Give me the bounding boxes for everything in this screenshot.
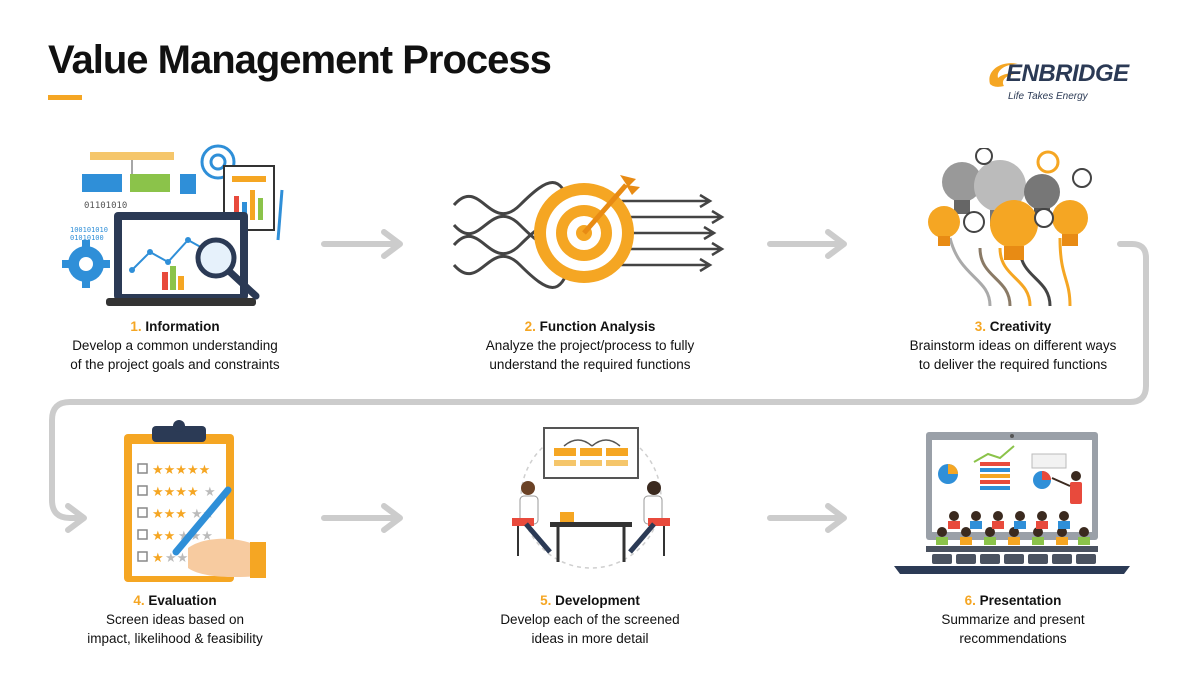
step-evaluation-title: 4. Evaluation: [25, 591, 325, 610]
svg-text:★★★: ★★★: [152, 507, 187, 522]
step-presentation-label: Presentation: [979, 593, 1062, 608]
step-presentation-desc-line2: recommendations: [959, 631, 1067, 646]
target-arrow-icon: [452, 175, 725, 289]
laptop-data-analysis-icon: 01101010 100101010 01010100: [62, 144, 284, 306]
step-presentation: 6. Presentation Summarize and present re…: [863, 591, 1163, 648]
step-function-analysis-title: 2. Function Analysis: [440, 317, 740, 336]
logo-swoosh-icon: [989, 63, 1018, 87]
svg-text:★★: ★★: [152, 529, 175, 544]
step-creativity-number: 3.: [974, 319, 986, 334]
binary-text-3: 01010100: [70, 234, 104, 242]
step-creativity-label: Creativity: [989, 319, 1052, 334]
step-creativity-title: 3. Creativity: [863, 317, 1163, 336]
step-presentation-desc-line1: Summarize and present: [941, 612, 1085, 627]
step-development-title: 5. Development: [440, 591, 740, 610]
title-underline: [48, 95, 82, 100]
step-presentation-number: 6.: [964, 593, 976, 608]
step-information-number: 1.: [130, 319, 142, 334]
step-function-analysis-desc-line2: understand the required functions: [489, 357, 691, 372]
logo-tagline: Life Takes Energy: [1008, 91, 1088, 102]
svg-text:★: ★: [204, 485, 216, 500]
step-creativity-desc-line2: to deliver the required functions: [918, 357, 1108, 372]
svg-text:★: ★: [152, 551, 164, 566]
step-information: 1. Information Develop a common understa…: [25, 317, 325, 374]
binary-text-2: 100101010: [70, 226, 108, 234]
enbridge-logo: ENBRIDGE Life Takes Energy: [984, 56, 1164, 106]
binary-text-1: 01101010: [84, 201, 127, 211]
step-presentation-title: 6. Presentation: [863, 591, 1163, 610]
step-function-analysis: 2. Function Analysis Analyze the project…: [440, 317, 740, 374]
arrow-5-to-6: [767, 503, 847, 533]
svg-text:★★★★★: ★★★★★: [152, 463, 210, 478]
arrow-1-to-2: [321, 229, 403, 259]
step-information-desc-line2: of the project goals and constraints: [70, 357, 280, 372]
page-title: Value Management Process: [48, 38, 552, 82]
step-creativity-desc-line1: Brainstorm ideas on different ways: [909, 338, 1117, 353]
step-evaluation-number: 4.: [133, 593, 145, 608]
arrow-3-to-4: [49, 241, 1149, 533]
step-function-analysis-label: Function Analysis: [539, 319, 656, 334]
lightbulbs-icon: [928, 148, 1092, 307]
step-development-label: Development: [555, 593, 640, 608]
step-development-desc-line2: ideas in more detail: [531, 631, 649, 646]
clipboard-rating-icon: ★★★★★ ★★★★ ★★★ ★★ ★ ★ ★★ ★★★ ★★★★: [124, 420, 266, 582]
step-creativity: 3. Creativity Brainstorm ideas on differ…: [863, 317, 1163, 374]
step-evaluation-desc-line1: Screen ideas based on: [105, 612, 245, 627]
step-development-desc-line1: Develop each of the screened: [500, 612, 680, 627]
arrow-2-to-3: [767, 229, 847, 259]
presentation-screen-icon: [894, 432, 1130, 574]
step-evaluation: 4. Evaluation Screen ideas based on impa…: [25, 591, 325, 648]
step-evaluation-desc-line2: impact, likelihood & feasibility: [87, 631, 263, 646]
arrow-4-to-5: [321, 503, 403, 533]
step-development-number: 5.: [540, 593, 552, 608]
logo-wordmark: ENBRIDGE: [1006, 60, 1129, 87]
step-information-desc-line1: Develop a common understanding: [72, 338, 278, 353]
step-function-analysis-desc-line1: Analyze the project/process to fully: [485, 338, 695, 353]
step-information-title: 1. Information: [25, 317, 325, 336]
step-information-label: Information: [145, 319, 220, 334]
step-function-analysis-number: 2.: [524, 319, 536, 334]
svg-text:★★★★: ★★★★: [152, 485, 199, 500]
step-evaluation-label: Evaluation: [148, 593, 217, 608]
step-development: 5. Development Develop each of the scree…: [440, 591, 740, 648]
meeting-icon: [512, 427, 670, 569]
